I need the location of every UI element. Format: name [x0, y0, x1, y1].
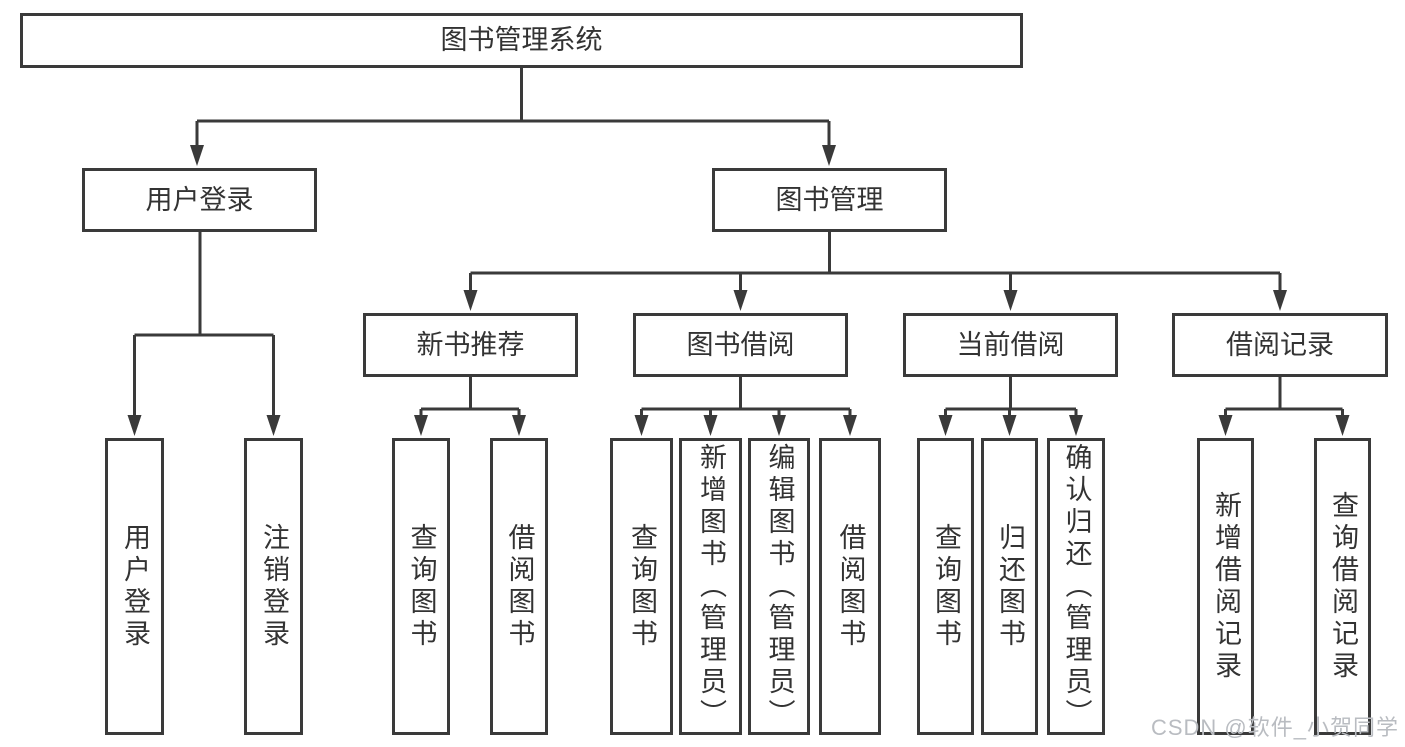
node-book-management: 图书管理: [712, 168, 947, 232]
connector-currentborrow-to-leaves: [938, 377, 1083, 436]
leaf-add-books-admin: 新增图书（管理员）: [679, 438, 742, 735]
leaf-query-books-current: 查询图书: [917, 438, 974, 735]
node-borrow-records: 借阅记录: [1172, 313, 1388, 377]
connector-newbook-to-leaves: [414, 377, 526, 436]
connector-root-to-level2: [190, 68, 836, 166]
leaf-return-books: 归还图书: [981, 438, 1038, 735]
leaf-logout: 注销登录: [244, 438, 303, 735]
node-library-management-system: 图书管理系统: [20, 13, 1023, 68]
node-book-borrow: 图书借阅: [633, 313, 848, 377]
node-new-book-recommend: 新书推荐: [363, 313, 578, 377]
leaf-confirm-return-admin: 确认归还（管理员）: [1047, 438, 1105, 735]
connector-userlogin-to-leaves: [127, 232, 281, 436]
leaf-add-borrow-record: 新增借阅记录: [1197, 438, 1254, 735]
connector-bookmgmt-to-level3: [463, 232, 1287, 311]
node-user-login: 用户登录: [82, 168, 317, 232]
leaf-query-books-borrow: 查询图书: [610, 438, 673, 735]
node-current-borrow: 当前借阅: [903, 313, 1118, 377]
leaf-borrow-books: 借阅图书: [819, 438, 881, 735]
leaf-borrow-books-recommend: 借阅图书: [490, 438, 548, 735]
leaf-query-books-recommend: 查询图书: [392, 438, 450, 735]
connector-bookborrow-to-leaves: [634, 377, 857, 436]
leaf-user-login: 用户登录: [105, 438, 164, 735]
connector-borrowrecords-to-leaves: [1218, 377, 1350, 436]
leaf-query-borrow-record: 查询借阅记录: [1314, 438, 1371, 735]
leaf-edit-books-admin: 编辑图书（管理员）: [748, 438, 810, 735]
